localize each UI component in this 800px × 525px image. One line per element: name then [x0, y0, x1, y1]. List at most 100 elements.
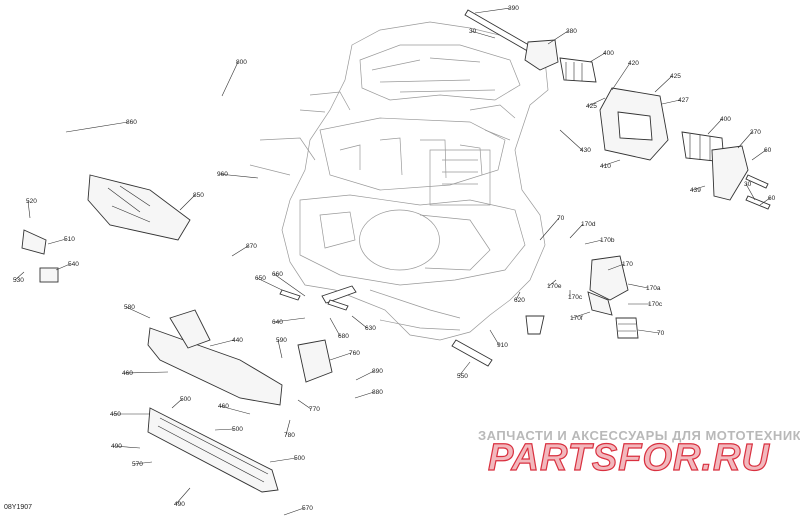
part-callout-label: 460	[122, 370, 133, 377]
part-callout-label: 420	[628, 60, 639, 67]
part-callout-label: 780	[284, 432, 295, 439]
part-callout-label: 425	[670, 73, 681, 80]
part-callout-label: 530	[13, 277, 24, 284]
watermark-logo-text: PARTSFOR.RU	[488, 437, 770, 479]
leader-line	[221, 61, 239, 97]
leader-line	[329, 317, 341, 337]
part-callout-label: 380	[566, 28, 577, 35]
part-callout-label: 60	[768, 195, 776, 202]
part-callout-label: 390	[508, 5, 519, 12]
part-callout-label: 70	[657, 330, 665, 337]
leader-line	[171, 398, 183, 409]
part-callout-label: 30	[469, 28, 477, 35]
part-callout-label: 570	[302, 505, 313, 512]
part-callout-label: 427	[678, 97, 689, 104]
leader-line	[607, 263, 625, 271]
part-callout-label: 500	[294, 455, 305, 462]
part-callout-label: 510	[64, 236, 75, 243]
part-callout-label: 550	[457, 373, 468, 380]
part-callout-label: 460	[218, 403, 229, 410]
leader-line	[125, 306, 151, 319]
leader-line	[269, 457, 297, 463]
leader-line	[219, 405, 251, 415]
part-callout-label: 660	[272, 271, 283, 278]
part-callout-label: 500	[232, 426, 243, 433]
leader-line	[214, 428, 235, 431]
leader-line	[539, 217, 560, 241]
part-callout-label: 580	[124, 304, 135, 311]
leader-line	[458, 361, 471, 377]
part-callout-label: 630	[365, 325, 376, 332]
part-callout-label: 850	[193, 192, 204, 199]
part-callout-label: 680	[338, 333, 349, 340]
part-callout-label: 590	[276, 337, 287, 344]
part-callout-label: 650	[255, 275, 266, 282]
leader-line	[133, 461, 153, 465]
part-callout-label: 570	[132, 461, 143, 468]
leader-line	[584, 239, 603, 245]
part-callout-label: 860	[126, 119, 137, 126]
part-callout-label: 520	[26, 198, 37, 205]
part-callout-label: 430	[580, 147, 591, 154]
leader-line	[355, 370, 375, 381]
leader-line	[745, 183, 756, 201]
leader-line	[759, 197, 771, 206]
leader-line	[112, 445, 141, 449]
part-callout-label: 870	[246, 243, 257, 250]
leader-line	[474, 7, 511, 14]
leader-line	[548, 279, 557, 287]
part-callout-label: 70	[557, 215, 565, 222]
leader-line	[691, 185, 706, 191]
leader-line	[587, 97, 606, 107]
leader-line	[737, 131, 753, 149]
watermark-text: ЗАПЧАСТИ И АКСЕССУАРЫ ДЛЯ МОТОТЕХНИКИ	[478, 428, 800, 443]
part-callout-label: 500	[180, 396, 191, 403]
leader-line	[571, 311, 591, 319]
part-callout-label: 170c	[648, 301, 663, 308]
leader-line	[751, 149, 767, 161]
leader-line	[283, 507, 305, 516]
part-callout-label: 30	[744, 181, 752, 188]
engine-mount-parts	[21, 9, 771, 493]
leader-line	[661, 99, 681, 105]
part-callout-label: 410	[600, 163, 611, 170]
part-callout-label: 170	[622, 261, 633, 268]
leader-line	[627, 283, 649, 289]
part-callout-label: 60	[764, 147, 772, 154]
leader-line	[273, 317, 306, 323]
leader-line	[65, 121, 129, 133]
leader-line	[123, 371, 169, 374]
leader-line	[351, 315, 368, 329]
part-callout-label: 890	[372, 368, 383, 375]
part-callout-label: 880	[372, 389, 383, 396]
leader-line	[277, 339, 283, 359]
part-callout-label: 770	[309, 406, 320, 413]
part-callout-label: 400	[603, 50, 614, 57]
leader-line	[489, 329, 500, 346]
leader-line	[470, 30, 496, 39]
leader-line	[27, 200, 31, 219]
leader-line	[179, 194, 196, 211]
leader-line	[273, 273, 306, 297]
part-callout-label: 760	[349, 350, 360, 357]
leader-line	[297, 399, 312, 410]
leader-line	[329, 352, 352, 361]
part-callout-label: 439	[690, 187, 701, 194]
leader-line	[47, 238, 67, 245]
leader-line	[589, 52, 606, 63]
engine-block-drawing	[249, 21, 549, 341]
leader-line	[285, 419, 291, 436]
part-callout-label: 400	[720, 116, 731, 123]
part-callout-label: 490	[111, 443, 122, 450]
part-callout-label: 370	[750, 129, 761, 136]
leader-line	[55, 263, 71, 271]
leader-line	[559, 129, 583, 151]
sensor-block	[39, 267, 59, 283]
leader-line	[654, 75, 673, 93]
part-callout-label: 170c	[568, 294, 583, 301]
part-callout-label: 170b	[600, 237, 615, 244]
drawing-code: 08Y1907	[4, 504, 33, 511]
